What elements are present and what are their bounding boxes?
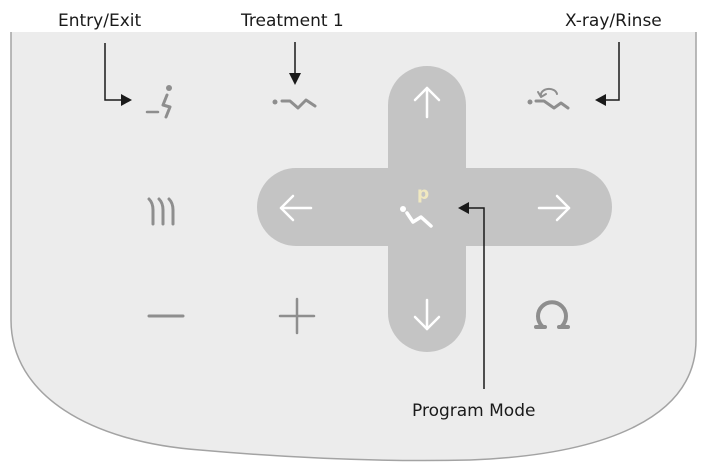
arrow-up-icon[interactable] [413,86,441,119]
treatment-position-icon[interactable] [272,98,317,110]
program-mode-label: Program Mode [412,401,536,421]
direction-pad [257,66,612,352]
treatment-1-label: Treatment 1 [241,11,344,31]
arrow-down-icon[interactable] [413,298,441,331]
arrow-right-icon[interactable] [537,194,571,222]
patient-entry-exit-icon[interactable] [145,85,172,119]
return-to-zero-icon[interactable] [534,300,570,329]
callout-treatment-1 [289,42,301,85]
callout-program-mode [458,202,485,389]
operating-lamp-icon[interactable] [147,197,175,226]
program-letter: p [417,184,429,204]
xray-rinse-position-icon[interactable] [527,87,570,110]
control-panel [10,32,697,462]
entry-exit-label: Entry/Exit [58,11,142,31]
arrow-left-icon[interactable] [279,194,313,222]
xray-rinse-label: X-ray/Rinse [565,11,662,31]
callout-xray-rinse [595,42,620,106]
program-mode-icon[interactable]: p [400,184,433,228]
plus-icon[interactable] [278,297,316,335]
callout-entry-exit [104,43,132,106]
